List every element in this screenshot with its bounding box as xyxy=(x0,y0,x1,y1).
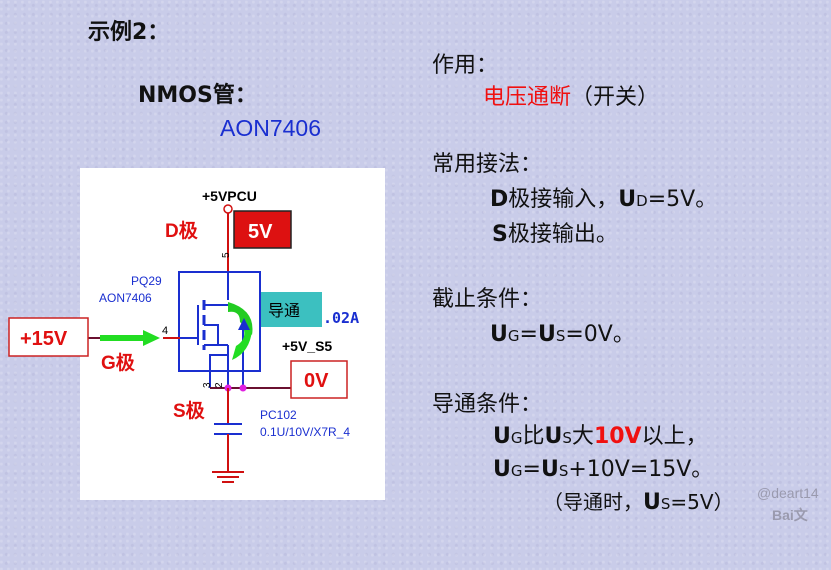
function-value: 电压通断 xyxy=(483,85,572,110)
current-reading: .02A xyxy=(323,309,359,327)
circuit-diagram: +5VPCU D极 5V 5 PQ29 AON7406 +15V G极 4 导通… xyxy=(0,168,385,500)
drain-label: D极 xyxy=(165,219,199,242)
mosfet-part: AON7406 xyxy=(99,291,152,305)
source-voltage-box xyxy=(290,360,348,399)
watermark-user: @deart14 xyxy=(757,485,819,501)
on-condition-1: UG比US大10V以上， xyxy=(493,424,708,449)
source-voltage: 0V xyxy=(304,370,329,392)
cutoff-heading: 截止条件： xyxy=(432,287,543,312)
on-note: （导通时，US=5V） xyxy=(543,490,734,515)
slide-title: 示例2： xyxy=(88,20,170,45)
drain-voltage: 5V xyxy=(248,221,273,243)
drain-voltage-box xyxy=(233,210,292,249)
pin-5: 5 xyxy=(221,252,232,258)
gate-voltage: +15V xyxy=(20,328,68,350)
watermark-brand: Bai文 xyxy=(772,507,808,523)
supply-label: +5VPCU xyxy=(202,188,257,204)
cutoff-condition: UG=US=0V。 xyxy=(490,322,635,347)
state-badge xyxy=(261,292,322,327)
function-heading: 作用： xyxy=(432,53,499,78)
device-type: NMOS管： xyxy=(138,83,257,108)
on-heading: 导通条件： xyxy=(432,392,543,417)
gate-label: G极 xyxy=(101,351,136,374)
usage-drain: D极接输入，UD=5V。 xyxy=(490,187,718,212)
pin-2: 2 xyxy=(214,382,225,388)
gate-voltage-box xyxy=(8,317,89,357)
on-condition-2: UG=US+10V=15V。 xyxy=(493,457,714,482)
source-net: +5V_S5 xyxy=(282,338,332,354)
mosfet-box xyxy=(178,271,261,372)
cap-ref: PC102 xyxy=(260,408,297,422)
function-note: （开关） xyxy=(571,85,660,110)
usage-source: S极接输出。 xyxy=(492,222,618,247)
supply-terminal xyxy=(223,204,233,214)
circuit-background xyxy=(80,168,385,500)
schematic: +5VPCU D极 5V 5 PQ29 AON7406 +15V G极 4 导通… xyxy=(8,168,385,500)
source-label: S极 xyxy=(173,399,206,422)
ground-icon xyxy=(212,471,244,483)
pin-4: 4 xyxy=(162,325,168,337)
mosfet-ref: PQ29 xyxy=(131,274,162,288)
cap-value: 0.1U/10V/X7R_4 xyxy=(260,425,350,439)
function-text: 电压通断（开关） xyxy=(483,87,659,109)
device-part: AON7406 xyxy=(220,115,322,141)
pin-3: 3 xyxy=(202,382,213,388)
state-label: 导通 xyxy=(268,302,300,320)
usage-heading: 常用接法： xyxy=(432,152,543,177)
